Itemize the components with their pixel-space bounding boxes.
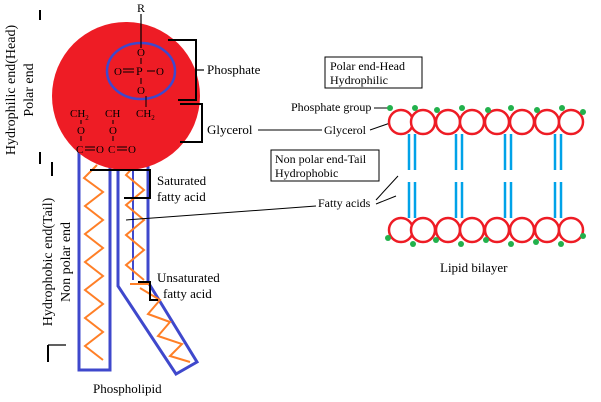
bilayer-head-bottom xyxy=(387,216,415,244)
bilayer-head-top xyxy=(458,108,486,136)
phosphate-o-right: O xyxy=(156,66,164,78)
polar-box-line1: Polar end-Head xyxy=(330,59,405,73)
glycerol-ch2-left-sub: 2 xyxy=(85,114,89,122)
bilayer-head-bottom xyxy=(458,216,486,244)
hydrophobic-label-line1: Hydrophobic end(Tail) xyxy=(41,197,56,326)
r-group-label: R xyxy=(137,1,145,15)
hydrophilic-label-line2: Polar end xyxy=(22,63,37,116)
phosphate-p: P xyxy=(136,64,143,78)
bilayer-head-top xyxy=(434,108,462,136)
lipid-bilayer xyxy=(385,105,586,247)
bilayer-dot-bottom xyxy=(458,241,464,247)
saturated-zigzag xyxy=(82,164,105,361)
bilayer-head-top xyxy=(508,108,536,136)
hydrophilic-label-line1: Hydrophilic end(Head) xyxy=(4,25,19,156)
carbonyl-c-right: C xyxy=(108,144,115,156)
phospholipid-label: Phospholipid xyxy=(93,381,162,396)
bilayer-head-top xyxy=(533,108,561,136)
ester-o-right: O xyxy=(109,125,117,137)
bilayer-head-bottom xyxy=(508,216,536,244)
phosphate-o-left: O xyxy=(114,66,122,78)
glycerol-label: Glycerol xyxy=(207,122,253,137)
bilayer-head-bottom xyxy=(557,216,585,244)
polar-end-box xyxy=(324,56,423,89)
bilayer-head-top xyxy=(387,108,415,136)
lipid-bilayer-label: Lipid bilayer xyxy=(440,260,508,275)
carbonyl-o-right: O xyxy=(128,144,136,156)
polar-box-line2: Hydrophilic xyxy=(330,73,388,87)
bilayer-head-bottom xyxy=(409,216,437,244)
glycerol-ch: CH xyxy=(105,108,120,120)
non-polar-end-box xyxy=(270,149,380,182)
glycerol-ch2-right-ch: CH xyxy=(136,108,151,120)
saturated-label-line2: fatty acid xyxy=(157,189,206,204)
unsaturated-zigzag-upper xyxy=(124,159,146,281)
nonpolar-box-line1: Non polar end-Tail xyxy=(275,152,367,166)
glycerol-ch2-left-ch: CH xyxy=(70,108,85,120)
fatty-acid-zigzags xyxy=(82,159,191,363)
bilayer-dot-top xyxy=(580,109,586,115)
phosphate-label: Phosphate xyxy=(207,62,261,77)
phosphate-group-label: Phosphate group xyxy=(291,100,371,114)
fatty-acids-connector xyxy=(125,205,317,221)
bilayer-dot-top xyxy=(534,107,540,113)
carbonyl-c-left: C xyxy=(76,144,83,156)
bilayer-dot-bottom xyxy=(483,237,489,243)
nonpolar-box-line2: Hydrophobic xyxy=(275,166,338,180)
unsaturated-bracket xyxy=(138,281,158,301)
bilayer-dot-bottom xyxy=(508,241,514,247)
bilayer-dot-top xyxy=(412,105,418,111)
bilayer-dot-bottom xyxy=(533,239,539,245)
bilayer-dot-top xyxy=(387,105,393,111)
carbonyl-o-left: O xyxy=(96,144,104,156)
saturated-bracket xyxy=(90,169,151,199)
bilayer-head-top xyxy=(483,108,511,136)
bilayer-head-top xyxy=(409,108,437,136)
fatty-acids-leader-1 xyxy=(375,175,399,201)
fatty-acids-label: Fatty acids xyxy=(318,196,371,210)
unsaturated-label-line1: Unsaturated xyxy=(157,270,220,285)
bilayer-dot-top xyxy=(459,105,465,111)
saturated-label-line1: Saturated xyxy=(157,173,207,188)
phosphate-o-top: O xyxy=(137,47,145,59)
hydrophobic-label-line2: Non polar end xyxy=(59,222,74,302)
bilayer-dot-top xyxy=(508,105,514,111)
glycerol-right-label: Glycerol xyxy=(324,123,367,137)
glycerol-bracket xyxy=(180,103,203,143)
bilayer-dot-bottom xyxy=(385,235,391,241)
bilayer-head-top xyxy=(557,108,585,136)
bilayer-dot-bottom xyxy=(410,241,416,247)
fatty-acids-leader-2 xyxy=(375,195,397,205)
bilayer-head-bottom xyxy=(533,216,561,244)
phosphate-o-bottom: O xyxy=(137,85,145,97)
bilayer-dot-top xyxy=(559,105,565,111)
bilayer-dot-bottom xyxy=(558,241,564,247)
bilayer-dot-top xyxy=(485,107,491,113)
bilayer-dot-bottom xyxy=(580,233,586,239)
bilayer-dot-bottom xyxy=(433,237,439,243)
bilayer-dot-top xyxy=(434,107,440,113)
ester-o-left: O xyxy=(77,125,85,137)
glycerol-ch2-right-sub: 2 xyxy=(151,114,155,122)
unsaturated-label-line2: fatty acid xyxy=(163,286,212,301)
glycerol-ch2-left: CH2 xyxy=(70,108,89,122)
glycerol-ch2-right: CH2 xyxy=(136,108,155,122)
bilayer-head-bottom xyxy=(483,216,511,244)
bilayer-head-bottom xyxy=(434,216,462,244)
unsaturated-zigzag-lower xyxy=(139,287,191,363)
